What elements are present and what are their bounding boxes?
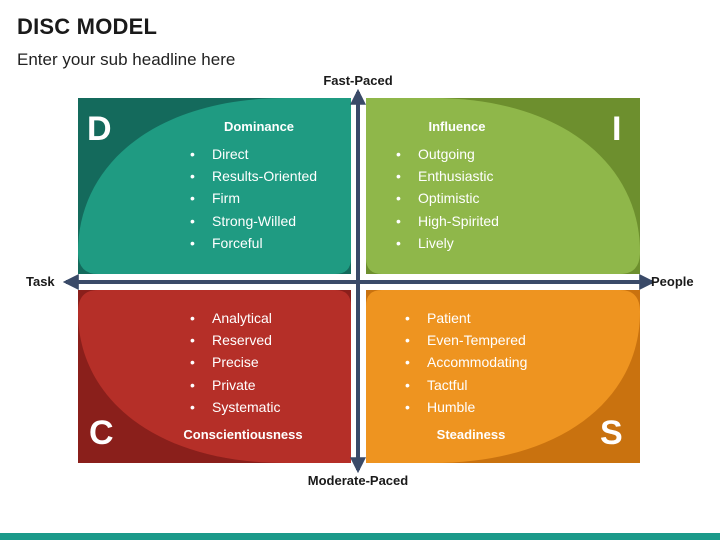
- trait-item: Analytical: [212, 310, 272, 326]
- bullet-icon: •: [190, 354, 195, 370]
- bullet-icon: •: [396, 213, 401, 229]
- footer-accent-bar: [0, 533, 720, 540]
- trait-item: Enthusiastic: [418, 168, 493, 184]
- bullet-icon: •: [405, 377, 410, 393]
- bullet-icon: •: [396, 235, 401, 251]
- trait-item: Precise: [212, 354, 259, 370]
- trait-item: Systematic: [212, 399, 280, 415]
- bullet-icon: •: [190, 310, 195, 326]
- bullet-icon: •: [190, 190, 195, 206]
- bullet-icon: •: [190, 213, 195, 229]
- trait-item: Results-Oriented: [212, 168, 317, 184]
- bullet-icon: •: [190, 377, 195, 393]
- quadrant-influence: I Influence • Outgoing • Enthusiastic • …: [366, 98, 640, 274]
- quadrant-conscientiousness: C Conscientiousness • Analytical • Reser…: [78, 290, 351, 463]
- trait-item: Outgoing: [418, 146, 475, 162]
- bullet-icon: •: [190, 168, 195, 184]
- trait-item: Private: [212, 377, 256, 393]
- trait-item: Firm: [212, 190, 240, 206]
- axis-label-bottom: Moderate-Paced: [307, 473, 409, 488]
- bullet-icon: •: [190, 235, 195, 251]
- quadrant-d-title: Dominance: [224, 119, 294, 134]
- trait-item: Optimistic: [418, 190, 479, 206]
- quadrant-s-traits: • Patient • Even-Tempered • Accommodatin…: [405, 310, 527, 415]
- quadrant-d-traits: • Direct • Results-Oriented • Firm • Str…: [190, 146, 317, 251]
- page-title: DISC MODEL: [17, 14, 158, 39]
- bullet-icon: •: [396, 146, 401, 162]
- quadrant-c-inner: [78, 290, 351, 463]
- quadrant-i-traits: • Outgoing • Enthusiastic • Optimistic •…: [396, 146, 499, 251]
- quadrant-c-letter: C: [89, 414, 114, 452]
- bullet-icon: •: [190, 332, 195, 348]
- trait-item: Patient: [427, 310, 471, 326]
- bullet-icon: •: [405, 399, 410, 415]
- axis-label-left: Task: [26, 274, 55, 289]
- axis-label-right: People: [651, 274, 694, 289]
- trait-item: Even-Tempered: [427, 332, 526, 348]
- bullet-icon: •: [190, 146, 195, 162]
- axis-label-top: Fast-Paced: [323, 73, 393, 88]
- trait-item: Direct: [212, 146, 249, 162]
- bullet-icon: •: [405, 354, 410, 370]
- bullet-icon: •: [405, 332, 410, 348]
- trait-item: Accommodating: [427, 354, 527, 370]
- quadrant-c-traits: • Analytical • Reserved • Precise • Priv…: [190, 310, 280, 415]
- trait-item: Strong-Willed: [212, 213, 296, 229]
- quadrant-i-letter: I: [612, 110, 621, 148]
- quadrant-d-inner: [78, 98, 351, 274]
- quadrant-s-letter: S: [600, 414, 623, 452]
- page-subtitle: Enter your sub headline here: [17, 50, 236, 69]
- quadrant-steadiness: S Steadiness • Patient • Even-Tempered •…: [366, 290, 640, 463]
- quadrant-i-title: Influence: [428, 119, 485, 134]
- trait-item: Humble: [427, 399, 475, 415]
- bullet-icon: •: [405, 310, 410, 326]
- quadrant-s-inner: [366, 290, 640, 463]
- trait-item: Tactful: [427, 377, 467, 393]
- trait-item: Forceful: [212, 235, 263, 251]
- quadrant-i-inner: [366, 98, 640, 274]
- quadrant-d-letter: D: [87, 110, 112, 148]
- quadrant-s-title: Steadiness: [437, 427, 506, 442]
- trait-item: Reserved: [212, 332, 272, 348]
- trait-item: High-Spirited: [418, 213, 499, 229]
- trait-item: Lively: [418, 235, 454, 251]
- quadrant-dominance: D Dominance • Direct • Results-Oriented …: [78, 98, 351, 274]
- bullet-icon: •: [396, 190, 401, 206]
- bullet-icon: •: [190, 399, 195, 415]
- bullet-icon: •: [396, 168, 401, 184]
- quadrant-c-title: Conscientiousness: [183, 427, 302, 442]
